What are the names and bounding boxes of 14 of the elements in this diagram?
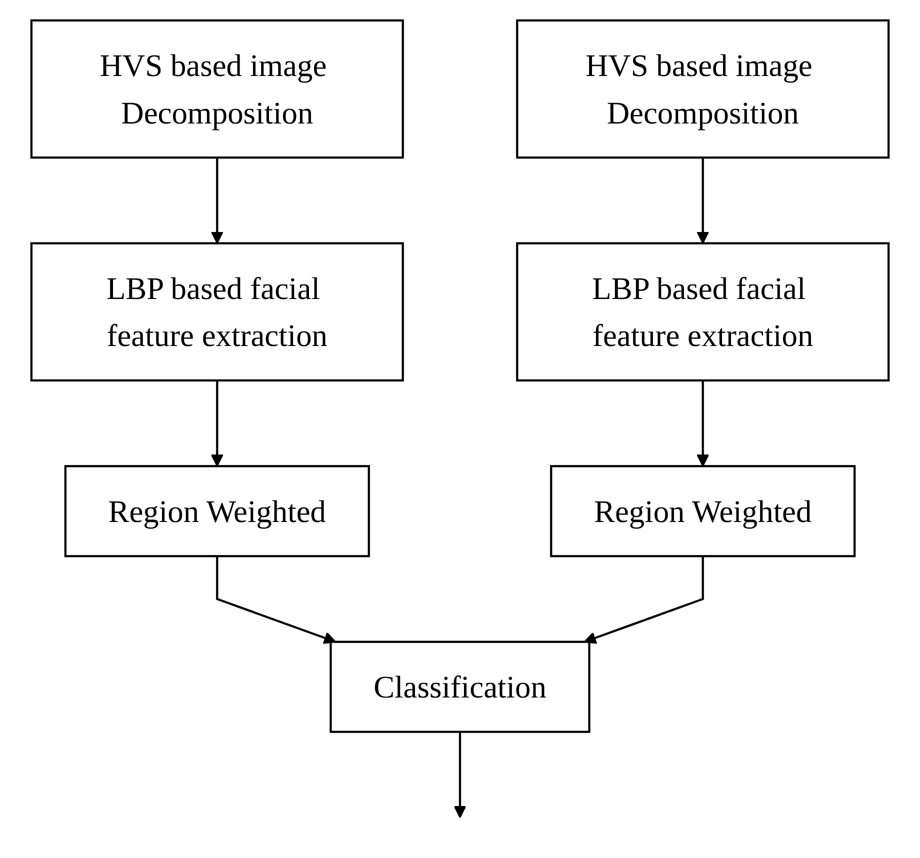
node-box: Region Weighted bbox=[64, 465, 370, 558]
arrow bbox=[584, 556, 704, 644]
node-box: LBP based facial feature extraction bbox=[516, 242, 890, 382]
node-box: HVS based image Decomposition bbox=[516, 19, 890, 159]
arrow bbox=[210, 380, 224, 467]
arrow bbox=[210, 158, 224, 244]
arrow bbox=[216, 556, 336, 644]
node-box: HVS based image Decomposition bbox=[30, 19, 404, 159]
arrow bbox=[696, 380, 710, 467]
arrow bbox=[696, 158, 710, 244]
arrow bbox=[454, 732, 466, 818]
node-box: Region Weighted bbox=[550, 465, 856, 558]
node-box: Classification bbox=[330, 640, 590, 733]
node-box: LBP based facial feature extraction bbox=[30, 242, 404, 382]
